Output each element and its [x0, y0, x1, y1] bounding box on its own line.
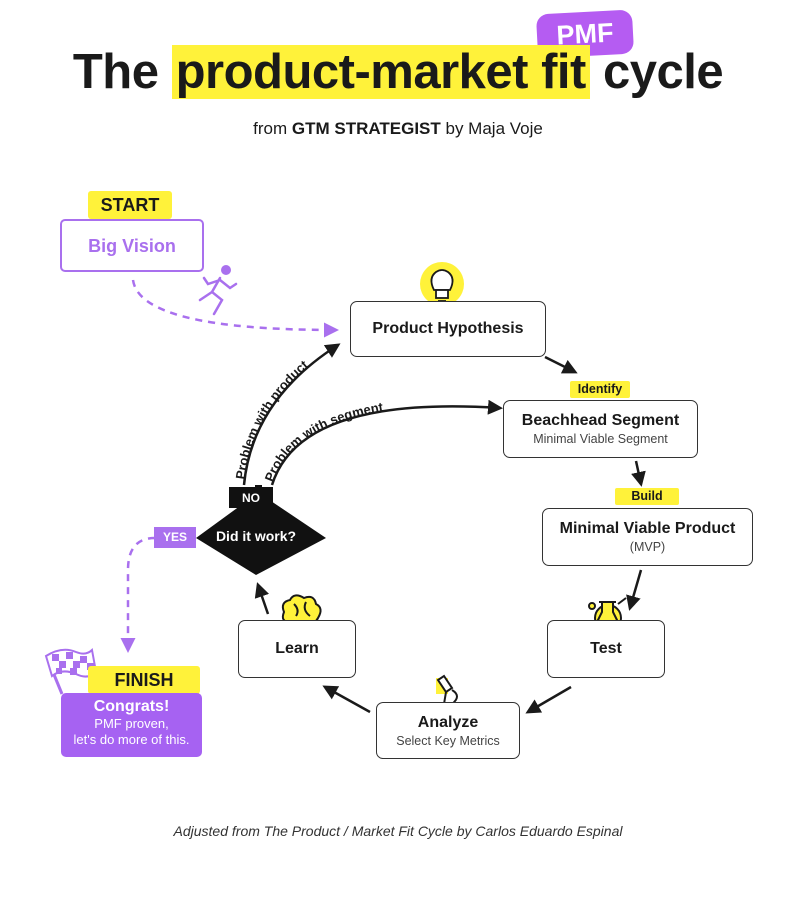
congrats-box: Congrats! PMF proven, let's do more of t… [61, 693, 202, 757]
node-minimal-viable-product: Minimal Viable Product (MVP) [542, 508, 753, 566]
page-title: The product-market fit cycle [0, 44, 796, 100]
congrats-line-1: PMF proven, [94, 716, 169, 731]
node-product-hypothesis: Product Hypothesis [350, 301, 546, 357]
start-tag: START [88, 191, 172, 219]
svg-text:Problem with segment: Problem with segment [262, 399, 385, 483]
node-analyze-sub: Select Key Metrics [396, 733, 500, 748]
big-vision-box: Big Vision [60, 219, 204, 272]
decision-diamond [196, 485, 326, 575]
arrow-analyze-to-learn [322, 685, 371, 714]
node-learn-title: Learn [275, 640, 319, 657]
subtitle-brand: GTM STRATEGIST [291, 119, 441, 138]
node-beachhead-segment: Beachhead Segment Minimal Viable Segment [503, 400, 698, 458]
congrats-title: Congrats! [93, 698, 170, 715]
arrow-beachhead-to-mvp [631, 460, 646, 487]
arrow-hypothesis-to-beachhead [544, 355, 578, 374]
node-product-hypothesis-title: Product Hypothesis [372, 320, 524, 337]
microscope-icon [436, 674, 462, 705]
loop-segment-label: Problem with segment [262, 399, 385, 483]
arrow-test-to-analyze [525, 685, 572, 714]
start-dashed-arrow [131, 279, 339, 338]
node-test: Test [547, 620, 665, 678]
title-pre: The [72, 45, 172, 99]
node-test-title: Test [590, 640, 622, 657]
title-post: cycle [589, 45, 724, 99]
yes-dashed-arrow [120, 536, 156, 653]
arrow-mvp-to-test [626, 569, 643, 611]
footer-attribution: Adjusted from The Product / Market Fit C… [173, 823, 623, 839]
no-tag-bg [229, 487, 273, 508]
finish-tag: FINISH [88, 666, 200, 694]
node-beachhead-sub: Minimal Viable Segment [533, 432, 668, 446]
no-tag: NO [242, 491, 260, 505]
node-mvp-sub: (MVP) [629, 540, 666, 554]
decision-question: Did it work? [215, 528, 297, 544]
node-analyze: Analyze Select Key Metrics [376, 702, 520, 759]
lightbulb-icon [420, 262, 464, 306]
subtitle-post: by Maja Voje [440, 119, 543, 138]
arrow-learn-to-decision [254, 582, 270, 615]
node-mvp-title: Minimal Viable Product [559, 520, 736, 537]
loop-segment-arc [270, 405, 502, 487]
runner-icon [198, 265, 238, 316]
node-learn: Learn [238, 620, 356, 678]
identify-tag: Identify [570, 381, 630, 398]
build-tag: Build [615, 488, 679, 505]
title-highlight: product-market fit [171, 45, 590, 99]
node-beachhead-title: Beachhead Segment [521, 412, 680, 429]
congrats-line-2: let's do more of this. [73, 732, 190, 747]
subtitle: from GTM STRATEGIST by Maja Voje [0, 119, 796, 139]
subtitle-pre: from [253, 119, 292, 138]
node-analyze-title: Analyze [417, 713, 479, 731]
yes-tag: YES [154, 527, 196, 548]
